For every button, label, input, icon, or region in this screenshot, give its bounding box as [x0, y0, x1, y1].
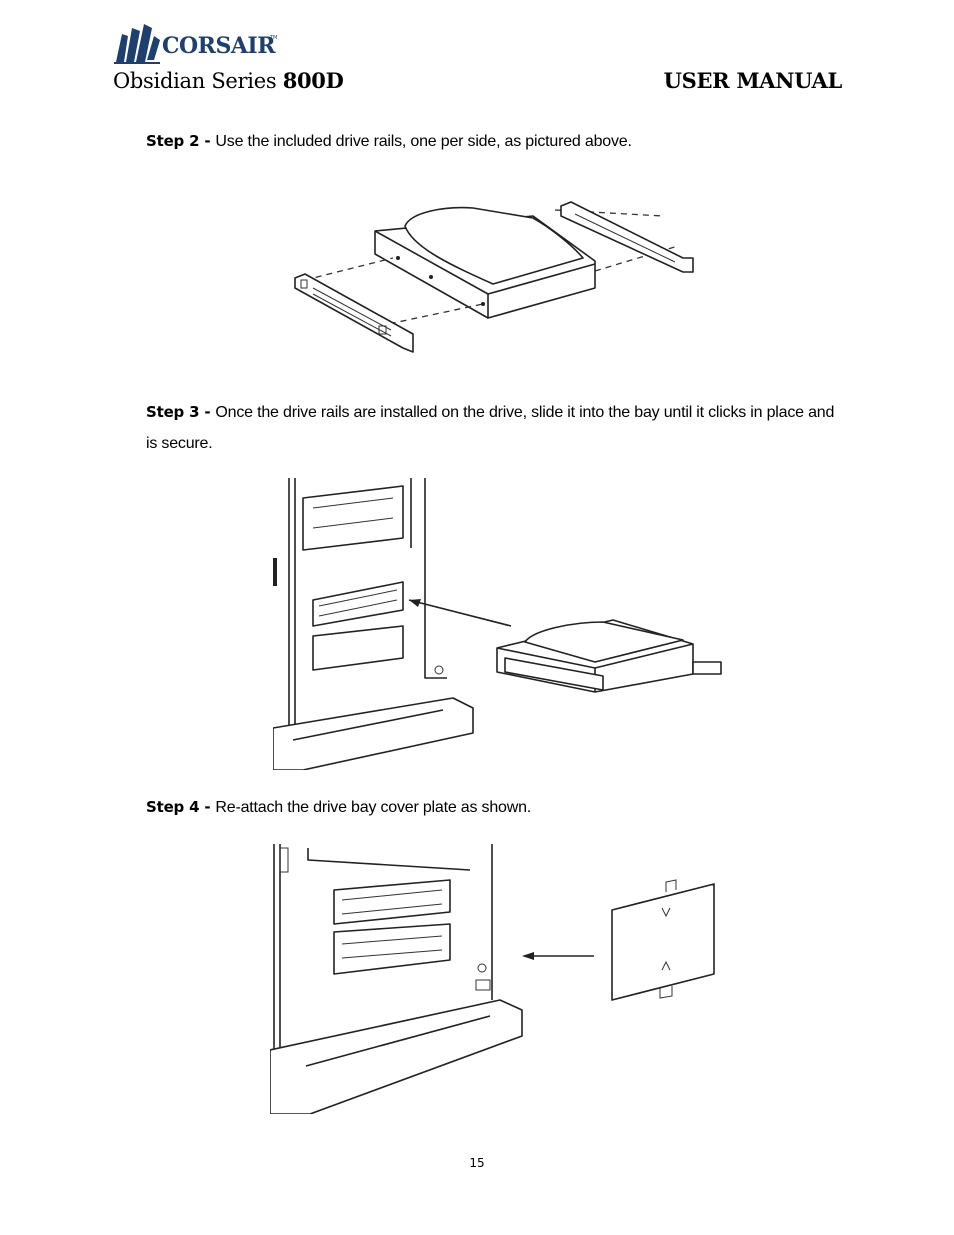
- series-text: Obsidian Series: [113, 69, 283, 93]
- step-label: Step 2 -: [146, 132, 216, 150]
- step-4-text: Step 4 - Re-attach the drive bay cover p…: [146, 792, 846, 823]
- step-2-text: Step 2 - Use the included drive rails, o…: [146, 126, 846, 157]
- model-name: 800D: [282, 68, 344, 93]
- sails-icon: [114, 24, 160, 64]
- step-label: Step 4 -: [146, 798, 216, 816]
- svg-text:TM: TM: [269, 35, 277, 41]
- step-body: Once the drive rails are installed on th…: [146, 404, 835, 452]
- cover-plate-illustration: [270, 840, 740, 1114]
- drive-into-bay-illustration: [273, 478, 735, 770]
- product-title: Obsidian Series 800D: [113, 68, 344, 93]
- step-body: Use the included drive rails, one per si…: [215, 133, 632, 150]
- brand-wordmark: CORSAIR: [162, 33, 276, 59]
- step-3-text: Step 3 - Once the drive rails are instal…: [146, 397, 846, 459]
- page-number: 15: [469, 1156, 485, 1170]
- step-body: Re-attach the drive bay cover plate as s…: [215, 799, 532, 816]
- step-label: Step 3 -: [146, 403, 216, 421]
- corsair-logo: CORSAIR TM: [112, 22, 292, 66]
- manual-title: USER MANUAL: [663, 68, 843, 93]
- drive-rails-illustration: [283, 176, 749, 376]
